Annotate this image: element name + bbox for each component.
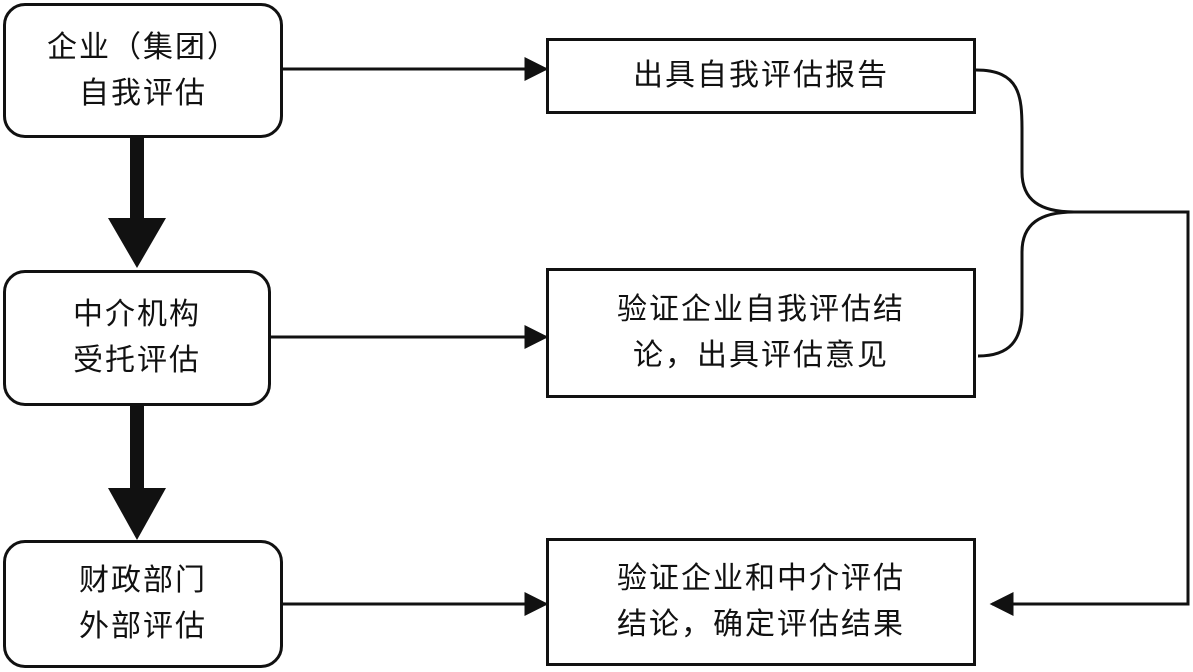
step-agency-evaluation-line2: 受托评估 — [73, 343, 201, 378]
step-finance-evaluation-line1: 财政部门 — [79, 563, 207, 598]
step-agency-evaluation: 中介机构 受托评估 — [3, 270, 271, 406]
output-final-result: 验证企业和中介评估 结论，确定评估结果 — [546, 538, 976, 666]
step-agency-evaluation-line1: 中介机构 — [73, 297, 201, 332]
step-finance-evaluation: 财政部门 外部评估 — [3, 540, 283, 668]
output-final-result-line2: 结论，确定评估结果 — [617, 607, 905, 642]
step-self-evaluation: 企业（集团） 自我评估 — [3, 3, 283, 138]
step-self-evaluation-line2: 自我评估 — [79, 75, 207, 111]
step-self-evaluation-line1: 企业（集团） — [47, 29, 239, 65]
output-self-report: 出具自我评估报告 — [546, 38, 976, 114]
merge-return-line — [989, 210, 1190, 616]
merge-brace — [975, 68, 1075, 358]
output-verify-opinion-line2: 论，出具评估意见 — [633, 338, 889, 373]
output-self-report-line1: 出具自我评估报告 — [633, 58, 889, 93]
output-verify-opinion-line1: 验证企业自我评估结 — [617, 292, 905, 327]
step-finance-evaluation-line2: 外部评估 — [79, 609, 207, 644]
down-arrow-head-2 — [108, 488, 166, 540]
output-verify-opinion: 验证企业自我评估结 论，出具评估意见 — [546, 268, 976, 398]
output-final-result-line1: 验证企业和中介评估 — [617, 561, 905, 596]
down-arrow-head-1 — [108, 218, 166, 268]
